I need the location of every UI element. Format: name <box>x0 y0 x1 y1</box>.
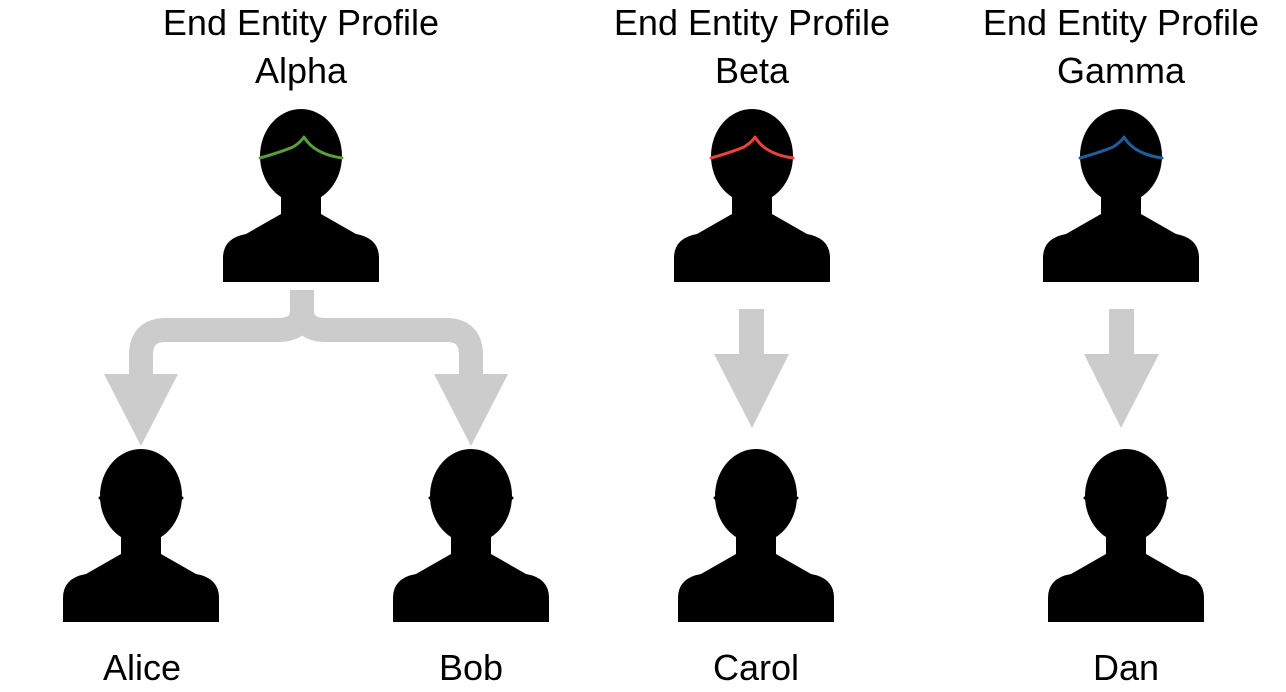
hair-icon <box>713 475 799 500</box>
gamma-down-arrow <box>1084 309 1159 428</box>
down-arrow-icon <box>104 374 178 446</box>
hair-icon <box>1078 135 1164 160</box>
beta-down-arrow <box>714 309 789 428</box>
down-arrow-icon <box>714 354 789 428</box>
entity-dan-person-icon <box>1048 449 1204 622</box>
profile-title-line2: Alpha <box>255 50 348 91</box>
profile-beta-person-icon <box>674 109 830 282</box>
hair-icon <box>709 135 795 160</box>
profile-title-line1: End Entity Profile <box>614 2 890 43</box>
entity-name-bob: Bob <box>439 647 503 688</box>
entity-name-dan: Dan <box>1093 647 1159 688</box>
profile-title-line1: End Entity Profile <box>163 2 439 43</box>
profile-alpha-person-icon <box>223 109 379 282</box>
profile-gamma-person-icon <box>1043 109 1199 282</box>
entity-carol-person-icon <box>678 449 834 622</box>
hair-icon <box>1083 475 1169 500</box>
hair-icon <box>428 475 514 500</box>
profile-title-line2: Beta <box>715 50 790 91</box>
hair-icon <box>258 135 344 160</box>
profile-title-beta: End Entity Profile Beta <box>614 2 890 91</box>
entity-bob-person-icon <box>393 449 549 622</box>
down-arrow-icon <box>434 374 508 446</box>
profile-title-line2: Gamma <box>1057 50 1186 91</box>
hair-icon <box>98 475 184 500</box>
profile-title-alpha: End Entity Profile Alpha <box>163 2 439 91</box>
profile-title-gamma: End Entity Profile Gamma <box>983 2 1259 91</box>
profile-title-line1: End Entity Profile <box>983 2 1259 43</box>
alpha-branch-connector <box>129 290 483 375</box>
entity-name-alice: Alice <box>103 647 181 688</box>
down-arrow-icon <box>1084 354 1159 428</box>
entity-alice-person-icon <box>63 449 219 622</box>
entity-name-carol: Carol <box>713 647 799 688</box>
